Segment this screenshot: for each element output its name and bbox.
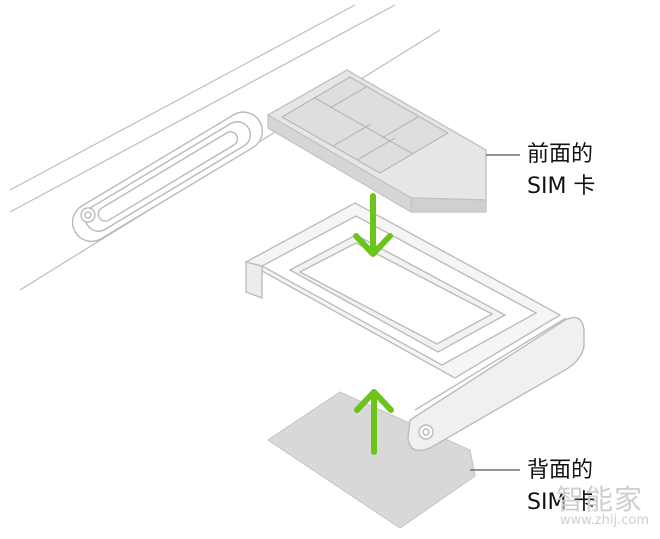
back-sim-label-line1: 背面的 (527, 458, 594, 483)
back-sim-card (266, 391, 476, 529)
sim-tray (244, 202, 585, 452)
front-sim-label-line2: SIM 卡 (527, 174, 596, 199)
watermark-brand: 智能家 (556, 483, 644, 516)
sim-chip (280, 76, 450, 174)
back-sim-label-line2: SIM 卡 (527, 490, 596, 515)
insert-arrow-up (354, 389, 394, 455)
watermark-url: www.zhij.com (560, 513, 650, 528)
front-sim-card (266, 69, 487, 214)
front-sim-label-line1: 前面的 (527, 142, 594, 167)
insert-arrow-down (353, 193, 393, 257)
leader-lines (470, 154, 520, 471)
sim-slot (71, 111, 263, 243)
